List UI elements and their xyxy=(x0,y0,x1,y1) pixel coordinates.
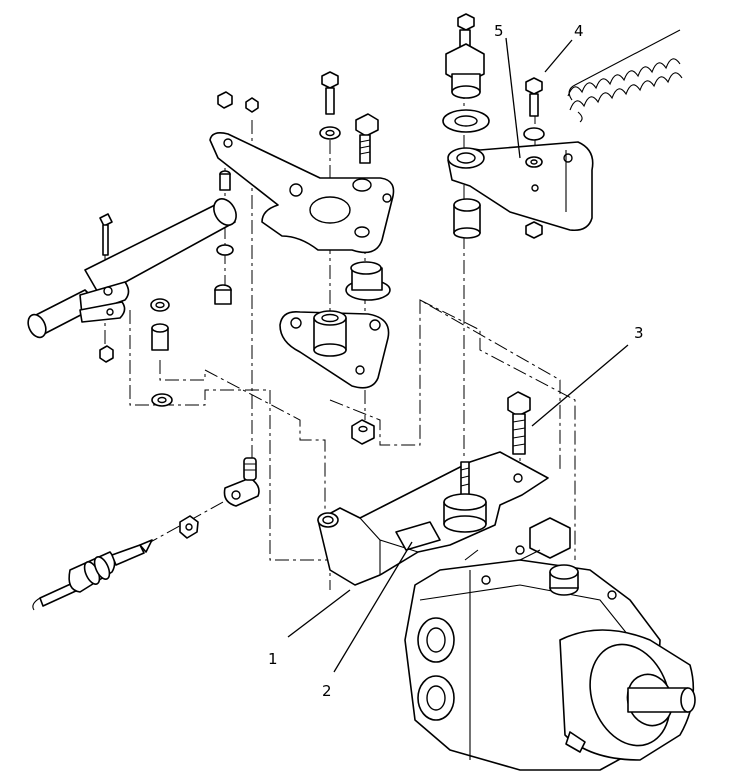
callout-labels: 1 2 3 4 5 xyxy=(268,22,644,700)
top-bolt-stack xyxy=(442,13,490,133)
center-bushing xyxy=(345,261,391,301)
leader-4 xyxy=(544,39,573,73)
hydraulic-pump xyxy=(404,517,696,771)
callout-1: 1 xyxy=(268,650,278,668)
mounting-bracket xyxy=(317,451,549,586)
leader-2 xyxy=(333,541,413,673)
callout-4: 4 xyxy=(574,22,584,40)
callout-5: 5 xyxy=(494,22,504,40)
leader-5 xyxy=(505,37,521,159)
bracket-stud xyxy=(443,461,487,533)
lever-bolt xyxy=(523,77,545,239)
ball-joint xyxy=(223,457,260,507)
lower-pivot-plate xyxy=(279,310,390,389)
adjustment-lever xyxy=(447,141,594,232)
leader-3 xyxy=(531,344,629,427)
cable-nut xyxy=(179,515,199,539)
return-spring xyxy=(567,29,683,123)
control-rod-assembly xyxy=(27,198,237,363)
leader-1 xyxy=(287,589,351,638)
leader-lines xyxy=(287,37,629,673)
throttle-cable xyxy=(32,539,153,611)
upper-lever-plate xyxy=(209,132,395,254)
lower-nut xyxy=(351,419,375,445)
spacer-washers-left xyxy=(150,298,173,407)
bolt-part-3 xyxy=(507,391,531,455)
plate-bolts xyxy=(214,71,379,305)
callout-3: 3 xyxy=(634,324,644,342)
lever-bushing xyxy=(453,198,481,239)
callout-2: 2 xyxy=(322,682,332,700)
